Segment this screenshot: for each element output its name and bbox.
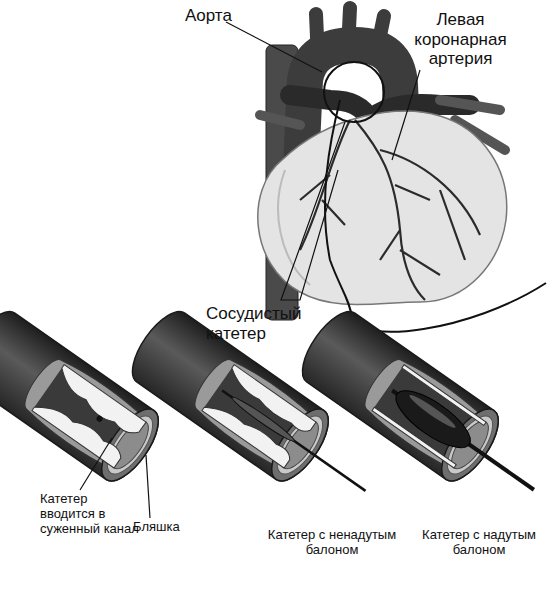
coronary-arteries [300, 120, 480, 300]
vessel-balloon-inflated [292, 303, 552, 524]
catheter-wire [325, 100, 546, 332]
heart-shading [278, 170, 310, 285]
vessel-narrowed [0, 303, 169, 490]
leader-line [392, 70, 420, 160]
part-label: Бляшка [133, 520, 203, 535]
part-label: Сосудистый катетер [206, 304, 316, 343]
deflated-balloon [230, 394, 297, 444]
part-label: Левая коронарная артерия [398, 10, 523, 69]
step-label: Катетер с ненадутым балоном [258, 528, 406, 558]
heart-body [258, 111, 507, 304]
balloon-highlight [407, 392, 457, 431]
catheter-tip [95, 415, 103, 423]
step-label: Катетер с надутым балоном [414, 528, 544, 558]
leader-line [80, 438, 112, 490]
leader-line [226, 22, 322, 72]
vessel-body [292, 303, 509, 490]
step-label: Катетер вводится в суженный канал [40, 492, 140, 537]
aortic-branches [316, 8, 384, 60]
aortic-root-ring [324, 62, 384, 122]
part-label: Аорта [185, 6, 265, 26]
leader-bracket [281, 122, 345, 300]
vessel-body [0, 303, 169, 490]
leader-line [146, 455, 150, 518]
inflated-balloon [388, 381, 478, 458]
plaque [32, 395, 125, 468]
